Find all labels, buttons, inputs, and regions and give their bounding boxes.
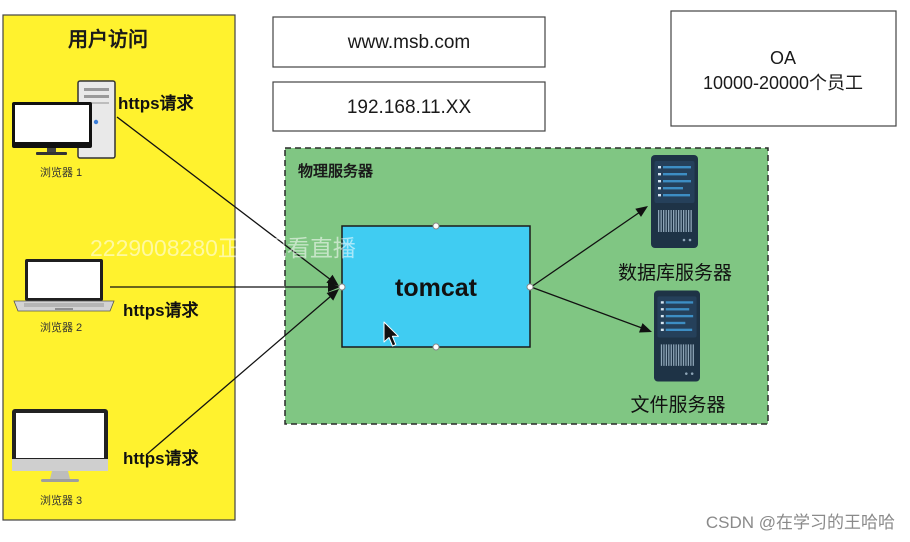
connector-line bbox=[145, 295, 332, 456]
ip-address-box[interactable]: 192.168.11.XX bbox=[272, 81, 546, 132]
mouse-cursor-icon bbox=[383, 321, 399, 347]
pc-tower-vent bbox=[84, 102, 109, 104]
arrowhead bbox=[635, 206, 648, 217]
laptop-trackpad bbox=[55, 308, 73, 310]
physical-server-title: 物理服务器 bbox=[298, 162, 374, 180]
tomcat-box[interactable]: tomcat bbox=[341, 225, 531, 348]
connector-line bbox=[530, 211, 641, 288]
arrowhead bbox=[326, 289, 339, 301]
domain-box[interactable]: www.msb.com bbox=[272, 16, 546, 68]
browser-2-label: 浏览器 2 bbox=[40, 320, 82, 334]
oa-box[interactable]: OA 10000-20000个员工 bbox=[670, 10, 897, 127]
pc-monitor-neck bbox=[47, 148, 56, 153]
oa-detail: 10000-20000个员工 bbox=[703, 73, 863, 93]
connector-browser-2-to-tomcat[interactable] bbox=[110, 282, 340, 292]
user-access-title: 用户访问 bbox=[68, 27, 148, 51]
desktop-computer-icon[interactable] bbox=[12, 80, 116, 159]
file-server-icon[interactable] bbox=[654, 290, 700, 382]
https-request-label-1: https请求 bbox=[118, 93, 194, 113]
ip-address-box-frame bbox=[272, 81, 546, 132]
laptop-keyboard bbox=[24, 303, 104, 307]
domain-box-frame bbox=[272, 16, 546, 68]
pc-power-light bbox=[93, 119, 99, 125]
arrowhead bbox=[328, 282, 340, 292]
resize-handle-right[interactable] bbox=[526, 283, 534, 291]
connector-line bbox=[530, 286, 643, 329]
domain-text: www.msb.com bbox=[347, 32, 470, 53]
monitor-base bbox=[41, 479, 79, 482]
connector-tomcat-to-file-server[interactable] bbox=[530, 286, 652, 333]
viewer-watermark: 2229008280正在观看直播 bbox=[90, 235, 356, 261]
monitor-stand bbox=[50, 471, 70, 479]
csdn-credit: CSDN @在学习的王哈哈 bbox=[706, 513, 895, 532]
resize-handle-top[interactable] bbox=[432, 222, 440, 230]
laptop-screen bbox=[28, 262, 100, 298]
connector-tomcat-to-database[interactable] bbox=[530, 206, 648, 288]
pc-monitor-screen bbox=[15, 105, 89, 142]
arrowhead bbox=[639, 323, 652, 333]
monitor-chin bbox=[12, 459, 108, 471]
pc-tower-drive-slot bbox=[84, 95, 109, 98]
tomcat-label: tomcat bbox=[395, 274, 478, 302]
laptop-icon[interactable] bbox=[13, 259, 115, 312]
monitor-icon[interactable] bbox=[12, 409, 108, 482]
connector-browser-3-to-tomcat[interactable] bbox=[145, 289, 339, 456]
connector-line bbox=[116, 116, 332, 281]
tomcat-box-frame bbox=[341, 225, 531, 348]
browser-3-label: 浏览器 3 bbox=[40, 493, 82, 507]
oa-box-frame bbox=[670, 10, 897, 127]
https-request-label-3: https请求 bbox=[123, 448, 199, 468]
browser-1-label: 浏览器 1 bbox=[40, 165, 82, 179]
database-server-icon[interactable] bbox=[651, 155, 698, 248]
database-server-label: 数据库服务器 bbox=[618, 262, 732, 284]
pc-monitor-base bbox=[36, 152, 67, 155]
resize-handle-left[interactable] bbox=[338, 283, 346, 291]
https-request-label-2: https请求 bbox=[123, 300, 199, 320]
file-server-label: 文件服务器 bbox=[630, 394, 725, 416]
monitor-screen bbox=[16, 413, 104, 458]
oa-title: OA bbox=[770, 48, 796, 68]
pc-tower-drive-slot bbox=[84, 88, 109, 91]
resize-handle-bottom[interactable] bbox=[432, 343, 440, 351]
ip-address-text: 192.168.11.XX bbox=[347, 97, 472, 118]
